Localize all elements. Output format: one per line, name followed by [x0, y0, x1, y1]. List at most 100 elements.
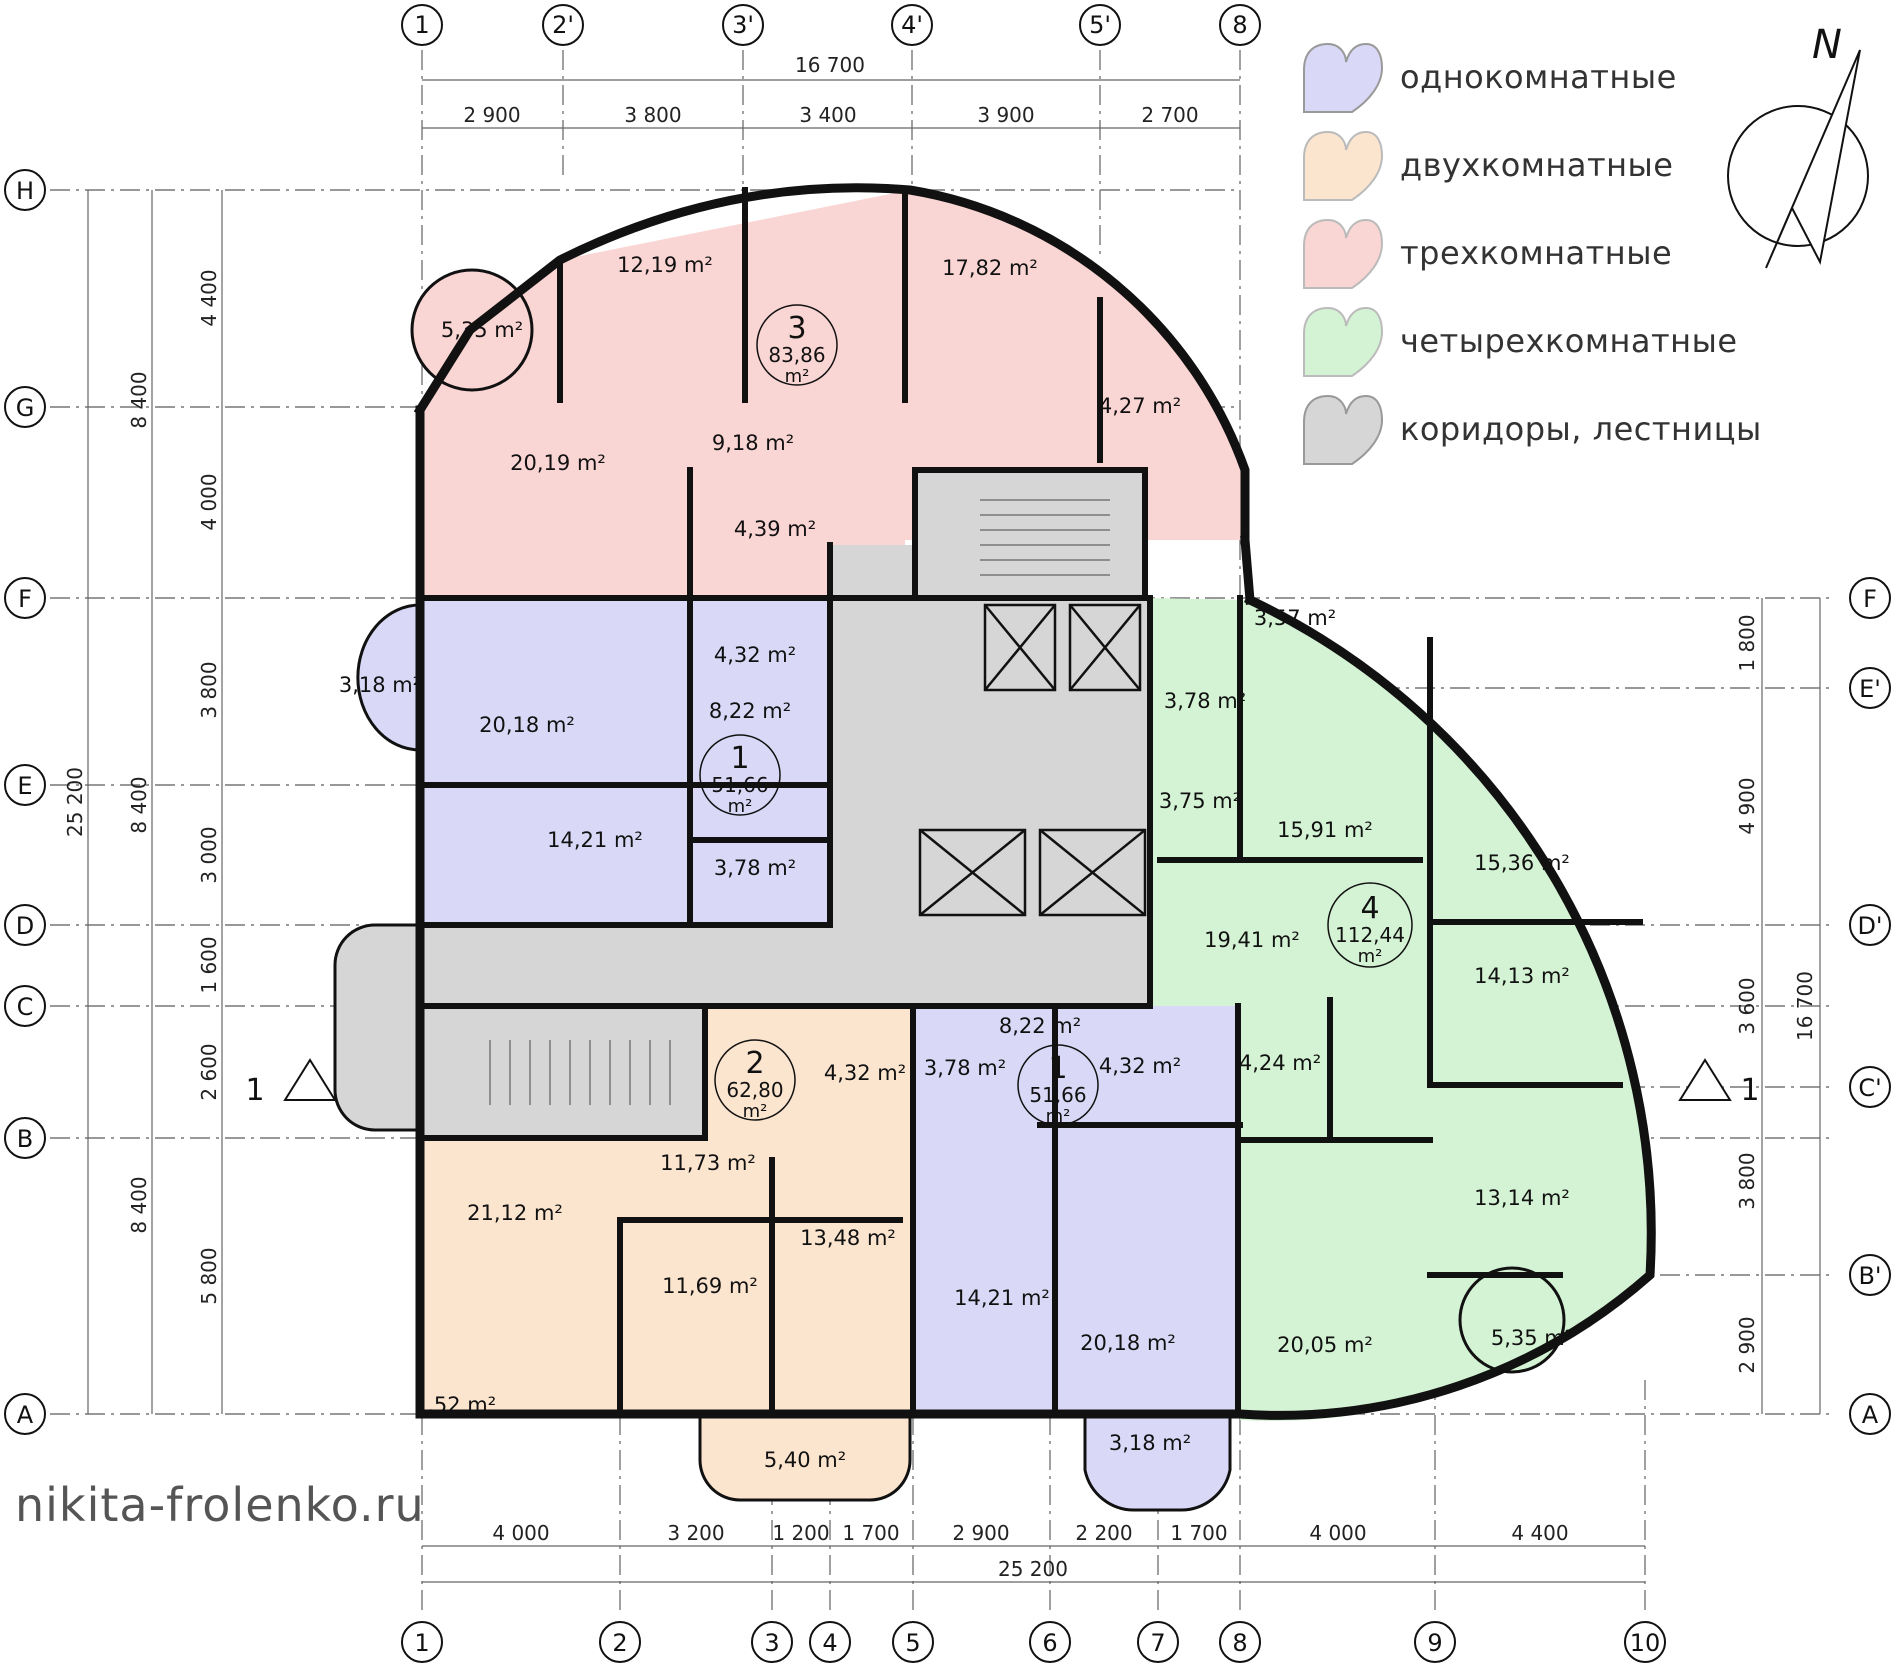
corridor-balcony: [333, 923, 422, 1132]
dim-right-inner-3: 3 800: [1735, 1152, 1759, 1209]
room-area: 15,91 m²: [1277, 818, 1373, 842]
balcony-1b: [1083, 1412, 1232, 1512]
room-area: 4,24 m²: [1239, 1051, 1321, 1075]
axis-right-Cp: C': [1858, 1074, 1881, 1102]
dim-top-0: 2 900: [463, 103, 520, 127]
legend-item-corridors: коридоры, лестницы: [1300, 392, 1780, 480]
corridor: [420, 545, 1150, 1006]
dim-left-inner-0: 4 400: [197, 269, 221, 326]
room-area: 20,18 m²: [479, 713, 575, 737]
room-area: 14,13 m²: [1474, 964, 1570, 988]
apt-2-area: 62,80: [726, 1078, 783, 1102]
apt-4-unit: m²: [1358, 946, 1383, 967]
stair-steps: [489, 499, 1110, 1105]
dim-left-inner-6: 5 800: [197, 1247, 221, 1304]
legend: однокомнатные двухкомнатные трехкомнатны…: [1300, 40, 1780, 480]
room-area: 3,57 m²: [1254, 606, 1336, 630]
axis-top-1: 1: [414, 11, 429, 39]
room-area: 3,18 m²: [339, 673, 421, 697]
room-area: 20,18 m²: [1080, 1331, 1176, 1355]
axis-bottom-6: 6: [1042, 1629, 1057, 1657]
dim-right-inner-4: 2 900: [1735, 1316, 1759, 1373]
heart-icon: [1303, 42, 1384, 113]
room-area: 20,05 m²: [1277, 1333, 1373, 1357]
apt-1b-unit: m²: [1046, 1106, 1071, 1127]
axis-left-D: D: [16, 912, 34, 940]
apt-1a-unit: m²: [728, 796, 753, 817]
room-area: 4,32 m²: [714, 643, 796, 667]
axis-right-F: F: [1863, 585, 1877, 613]
balcony-2: [698, 1412, 912, 1502]
axis-right-Dp: D': [1857, 912, 1882, 940]
axis-bottom-7: 7: [1150, 1629, 1165, 1657]
axis-bottom-4: 4: [822, 1629, 837, 1657]
axis-left-H: H: [16, 177, 34, 205]
dim-left-mid-2: 8 400: [127, 1176, 151, 1233]
dim-bottom-4: 2 900: [952, 1521, 1009, 1545]
axis-left-E: E: [17, 772, 32, 800]
balcony-4: [1458, 1266, 1566, 1374]
dim-bottom-8: 4 400: [1511, 1521, 1568, 1545]
room-area: 4,32 m²: [824, 1061, 906, 1085]
dim-top-3: 3 900: [977, 103, 1034, 127]
legend-item-four-room: четырехкомнатные: [1300, 304, 1780, 392]
elevator-shafts: [918, 603, 1147, 917]
apt-1b-number: 1: [1048, 1051, 1067, 1086]
legend-label: двухкомнатные: [1400, 146, 1674, 184]
room-area: 8,22 m²: [709, 699, 791, 723]
legend-item-one-room: однокомнатные: [1300, 40, 1780, 128]
axis-bottom-9: 9: [1427, 1629, 1442, 1657]
apartment-4-area: [1150, 598, 1652, 1421]
legend-label: коридоры, лестницы: [1400, 410, 1762, 448]
apt-3-area: 83,86: [768, 343, 825, 367]
axis-markers: [4, 4, 1891, 1663]
room-area: 9,18 m²: [712, 431, 794, 455]
apartment-circles: [699, 304, 1413, 1126]
axis-bottom-5: 5: [905, 1629, 920, 1657]
room-area: 11,73 m²: [660, 1151, 756, 1175]
dim-bottom-2: 1 200: [772, 1521, 829, 1545]
room-fills: [333, 190, 1652, 1512]
room-area: 13,48 m²: [800, 1226, 896, 1250]
axis-right-Bp: B': [1858, 1262, 1881, 1290]
dim-left-inner-1: 4 000: [197, 473, 221, 530]
room-area: 3,75 m²: [1159, 789, 1241, 813]
axis-bottom-8: 8: [1232, 1629, 1247, 1657]
dim-bottom-6: 1 700: [1170, 1521, 1227, 1545]
dim-top-2: 3 400: [799, 103, 856, 127]
dim-left-inner-4: 1 600: [197, 936, 221, 993]
apt-4-number: 4: [1360, 891, 1379, 926]
dim-left-mid-1: 8 400: [127, 776, 151, 833]
room-area: 15,36 m²: [1474, 851, 1570, 875]
dim-left-inner-2: 3 800: [197, 661, 221, 718]
stair-top: [915, 470, 1145, 600]
apt-1a-number: 1: [730, 741, 749, 776]
apt-4-area: 112,44: [1335, 923, 1405, 947]
legend-label: четырехкомнатные: [1400, 322, 1738, 360]
dim-right-total: 16 700: [1793, 971, 1817, 1041]
dim-right-inner-1: 4 900: [1735, 777, 1759, 834]
dim-left-mid-0: 8 400: [127, 371, 151, 428]
apt-2-unit: m²: [743, 1101, 768, 1122]
room-area: 4,39 m²: [734, 517, 816, 541]
watermark: nikita-frolenko.ru: [15, 1478, 425, 1532]
north-arrow-icon: [1727, 49, 1869, 269]
walls: [413, 183, 1656, 1420]
dimension-lines: [87, 79, 1821, 1583]
room-area: 3,18 m²: [1109, 1431, 1191, 1455]
north-label: N: [1812, 22, 1842, 68]
apt-1b-area: 51,66: [1029, 1083, 1086, 1107]
dim-left-inner-3: 3 000: [197, 826, 221, 883]
room-area: 3,78 m²: [924, 1056, 1006, 1080]
dim-top-total: 16 700: [795, 53, 865, 77]
axis-top-4p: 4': [901, 11, 923, 39]
apt-3-unit: m²: [785, 366, 810, 387]
axis-left-A: A: [17, 1401, 34, 1429]
room-area: 12,19 m²: [617, 253, 713, 277]
axis-right-Ep: E': [1859, 675, 1881, 703]
heart-icon: [1303, 218, 1384, 289]
dim-bottom-7: 4 000: [1309, 1521, 1366, 1545]
section-mark-left: 1: [245, 1073, 264, 1108]
dim-right-inner-2: 3 600: [1735, 977, 1759, 1034]
